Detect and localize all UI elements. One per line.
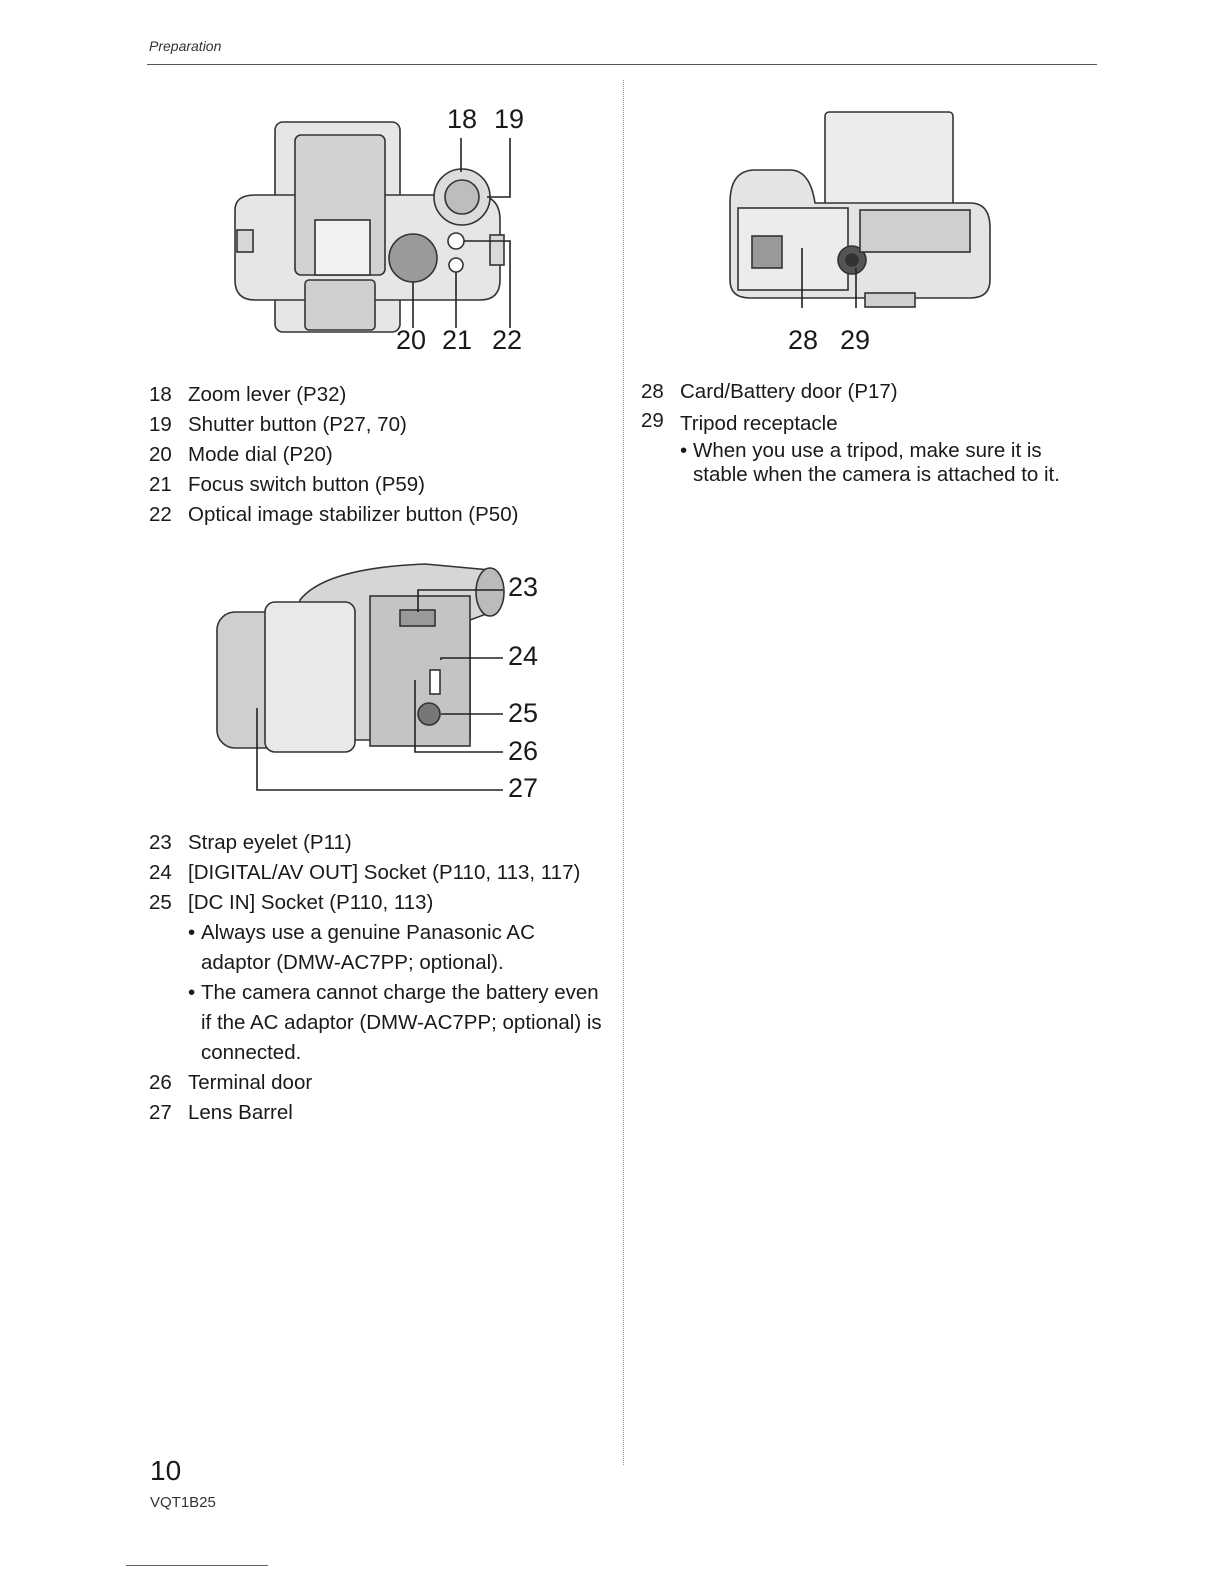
item-number: 20 [149, 443, 172, 466]
callout-27: 27 [508, 773, 539, 803]
item-number: 29 [641, 409, 664, 432]
parts-list-top: 18 Zoom lever (P32) 19 Shutter button (P27… [149, 380, 609, 530]
item-number: 24 [149, 861, 172, 884]
callout-26: 26 [508, 736, 539, 766]
item-number: 25 [149, 891, 172, 914]
item-label: Tripod receptacle [680, 412, 838, 435]
item-label: Terminal door [188, 1071, 313, 1094]
callout-28: 28 [788, 325, 819, 355]
camera-bottom-view-illustration [729, 111, 991, 308]
item-label: Optical image stabilizer button (P50) [188, 503, 519, 526]
item-label: Shutter button (P27, 70) [188, 413, 407, 436]
list-item: 29 Tripod receptacle When you use a tripo… [641, 407, 1101, 487]
model-code: VQT1B25 [150, 1494, 216, 1511]
item-number: 21 [149, 473, 172, 496]
item-label: Mode dial (P20) [188, 443, 333, 466]
callout-23: 23 [508, 572, 539, 602]
item-label: Focus switch button (P59) [188, 473, 425, 496]
item-number: 27 [149, 1101, 172, 1124]
item-label: Zoom lever (P32) [188, 383, 347, 406]
item-label: Card/Battery door (P17) [680, 380, 898, 403]
item-label: [DC IN] Socket (P110, 113) [188, 891, 434, 914]
list-item: 26 Terminal door [149, 1068, 609, 1098]
column-divider [623, 80, 624, 1465]
item-number: 19 [149, 413, 172, 436]
item-label: Strap eyelet (P11) [188, 831, 352, 854]
callout-25: 25 [508, 698, 539, 728]
callout-18: 18 [447, 104, 478, 134]
camera-top-view-illustration [234, 121, 511, 333]
callout-20: 20 [396, 325, 427, 355]
page-number: 10 [150, 1455, 182, 1486]
callout-24: 24 [508, 641, 539, 671]
item-label: Lens Barrel [188, 1101, 293, 1124]
list-item: 19 Shutter button (P27, 70) [149, 410, 609, 440]
list-item: 23 Strap eyelet (P11) [149, 828, 609, 858]
note-bullet: Always use a genuine Panasonic AC adapto… [188, 918, 609, 978]
item-number: 26 [149, 1071, 172, 1094]
item-number: 22 [149, 503, 172, 526]
list-item: 21 Focus switch button (P59) [149, 470, 609, 500]
footer-rule [126, 1565, 268, 1566]
callout-19: 19 [494, 104, 525, 134]
section-header: Preparation [149, 38, 222, 54]
note-bullet: The camera cannot charge the battery eve… [188, 978, 609, 1068]
camera-side-view-illustration [216, 563, 505, 791]
note-bullet: When you use a tripod, make sure it is s… [680, 439, 1101, 487]
item-number: 28 [641, 380, 664, 403]
header-rule [147, 64, 1097, 65]
callout-22: 22 [492, 325, 523, 355]
callout-29: 29 [840, 325, 871, 355]
parts-list-side: 23 Strap eyelet (P11) 24 [DIGITAL/AV OUT] … [149, 828, 609, 1128]
parts-list-bottom: 28 Card/Battery door (P17) 29 Tripod recep… [641, 377, 1101, 487]
list-item: 20 Mode dial (P20) [149, 440, 609, 470]
list-item: 22 Optical image stabilizer button (P50) [149, 500, 609, 530]
list-item: 25 [DC IN] Socket (P110, 113) Always use … [149, 888, 609, 1068]
list-item: 28 Card/Battery door (P17) [641, 377, 1101, 407]
item-number: 23 [149, 831, 172, 854]
item-number: 18 [149, 383, 172, 406]
callout-21: 21 [442, 325, 473, 355]
list-item: 18 Zoom lever (P32) [149, 380, 609, 410]
list-item: 24 [DIGITAL/AV OUT] Socket (P110, 113, 11… [149, 858, 609, 888]
item-label: [DIGITAL/AV OUT] Socket (P110, 113, 117) [188, 861, 581, 884]
list-item: 27 Lens Barrel [149, 1098, 609, 1128]
